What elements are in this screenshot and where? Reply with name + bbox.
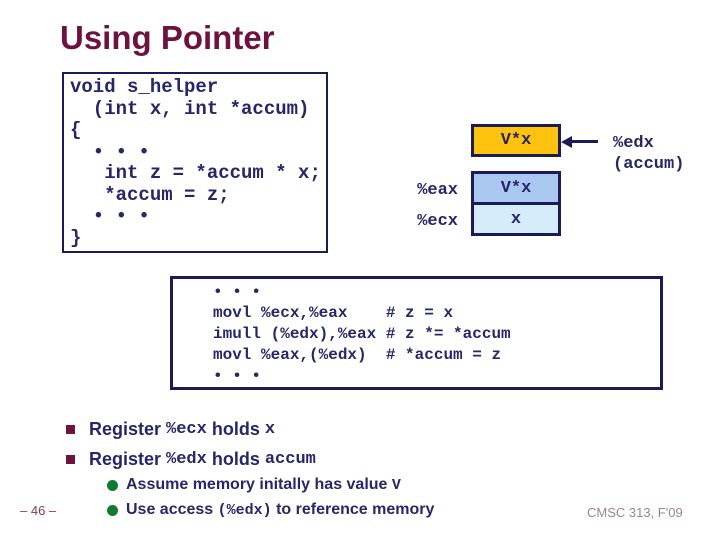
eax-register-value: V*x	[474, 174, 558, 205]
assembly-code-text: • • • movl %ecx,%eax # z = x imull (%edx…	[213, 283, 511, 385]
assembly-code-box: • • • movl %ecx,%eax # z = x imull (%edx…	[170, 276, 663, 390]
page-number: – 46 –	[20, 503, 57, 518]
bullet-text-mono: x	[264, 419, 276, 439]
memory-cell: V*x	[471, 124, 561, 157]
subbullet-text: Use access	[126, 501, 218, 518]
subbullet-assume-memory: Assume memory initally has value V	[107, 474, 401, 496]
pointer-arrow-line	[571, 140, 598, 143]
bullet-register-ecx: Register %ecx holds x	[66, 418, 275, 440]
square-bullet-icon	[66, 424, 75, 434]
bullet-text: Register	[89, 448, 167, 469]
register-stack: V*x x	[471, 171, 561, 236]
subbullet-text: to reference memory	[271, 501, 435, 518]
memory-cell-value: V*x	[500, 131, 532, 150]
circle-bullet-icon	[107, 504, 118, 516]
square-bullet-icon	[66, 454, 75, 464]
c-code-text: void s_helper (int x, int *accum) { • • …	[70, 76, 321, 249]
subbullet-text: Assume memory initally has value	[126, 476, 392, 493]
edx-register-label: %edx	[613, 134, 654, 153]
subbullet-text-mono: (%edx)	[217, 501, 272, 519]
bullet-text-mono: %ecx	[166, 419, 207, 439]
circle-bullet-icon	[107, 479, 118, 491]
ecx-register-value: x	[474, 205, 558, 233]
bullet-register-edx: Register %edx holds accum	[66, 448, 316, 470]
bullet-text: Register	[89, 418, 167, 439]
pointer-arrow-icon	[561, 136, 572, 148]
ecx-register-label: %ecx	[417, 212, 458, 231]
subbullet-text-mono: V	[391, 476, 401, 494]
eax-register-label: %eax	[417, 181, 458, 200]
bullet-text-mono: %edx	[166, 449, 207, 469]
bullet-text-mono: accum	[264, 449, 316, 469]
edx-register-sublabel: (accum)	[613, 155, 685, 174]
c-code-box: void s_helper (int x, int *accum) { • • …	[62, 72, 328, 253]
bullet-text: holds	[206, 448, 265, 469]
subbullet-use-access: Use access (%edx) to reference memory	[107, 499, 434, 521]
bullet-text: holds	[206, 418, 265, 439]
page-title: Using Pointer	[60, 19, 275, 56]
course-footer: CMSC 313, F'09	[587, 505, 683, 520]
